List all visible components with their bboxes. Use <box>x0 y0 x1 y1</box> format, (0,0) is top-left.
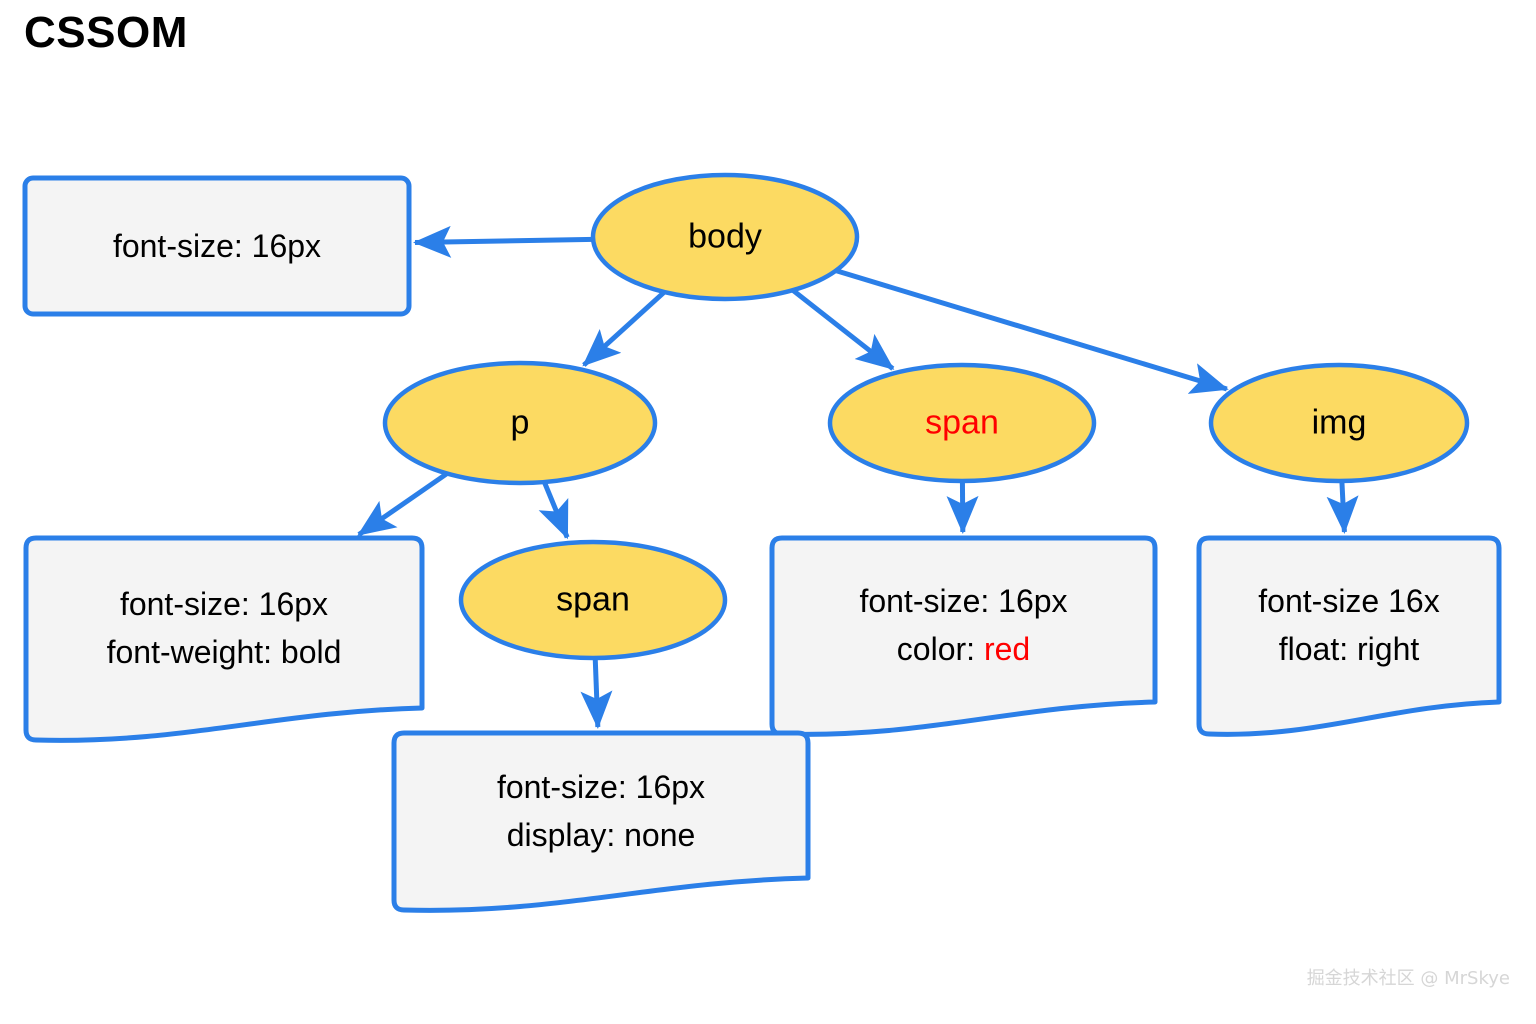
note-img[interactable] <box>1196 535 1502 737</box>
edge-body-p <box>582 290 666 367</box>
edge-spanp-note <box>580 657 613 730</box>
note-span-p[interactable] <box>391 730 811 913</box>
node-span-body[interactable] <box>827 362 1097 484</box>
edge-img-note <box>1326 480 1359 535</box>
page-title: CSSOM <box>24 8 188 57</box>
shapes-layer <box>22 172 1502 913</box>
edges-layer <box>357 225 1359 730</box>
edge-p-span <box>538 481 570 540</box>
note-span-body[interactable] <box>769 535 1158 737</box>
edge-body-note <box>412 225 594 258</box>
edge-p-note <box>357 471 449 537</box>
edge-body-img <box>835 268 1229 394</box>
node-span-p[interactable] <box>458 539 728 661</box>
node-img[interactable] <box>1208 362 1470 484</box>
note-body[interactable] <box>22 175 412 317</box>
note-p[interactable] <box>23 535 425 743</box>
watermark: 掘金技术社区 @ MrSkye <box>1306 968 1510 989</box>
node-p[interactable] <box>382 360 658 486</box>
node-body[interactable] <box>590 172 860 302</box>
edge-body-span <box>791 288 895 371</box>
